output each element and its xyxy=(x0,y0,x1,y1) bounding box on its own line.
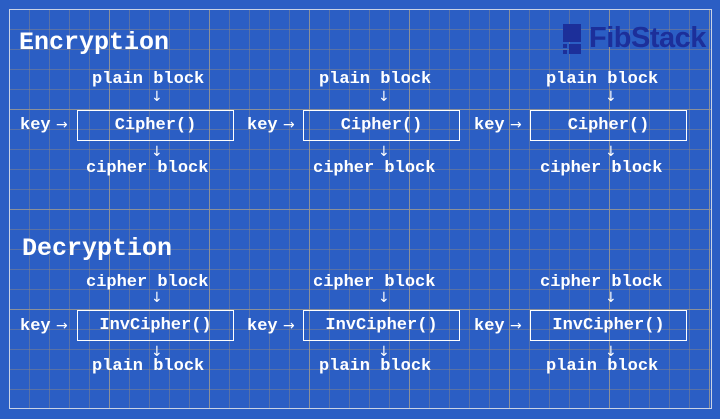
function-label: Cipher() xyxy=(567,116,650,135)
down-arrow-icon: ↓ xyxy=(378,344,390,360)
stage-output-label: cipher block xyxy=(540,159,663,178)
key-label: key xyxy=(20,317,51,336)
key-label: key xyxy=(247,317,278,336)
stage-input-label: cipher block xyxy=(313,273,436,292)
fibstack-logo: FibStack xyxy=(563,22,706,55)
down-arrow-icon: ↓ xyxy=(605,344,617,360)
right-arrow-icon: → xyxy=(510,318,522,334)
encryption-title: Encryption xyxy=(19,28,170,57)
key-label: key xyxy=(20,116,51,135)
down-arrow-icon: ↓ xyxy=(151,290,163,306)
function-label: Cipher() xyxy=(114,116,197,135)
stage-input-label: cipher block xyxy=(540,273,663,292)
invcipher-function-box: InvCipher() xyxy=(530,310,687,341)
stage-output-label: plain block xyxy=(92,357,205,376)
right-arrow-icon: → xyxy=(283,117,295,133)
fibstack-logo-icon xyxy=(563,23,583,54)
function-label: Cipher() xyxy=(340,116,423,135)
right-arrow-icon: → xyxy=(510,117,522,133)
down-arrow-icon: ↓ xyxy=(151,344,163,360)
blueprint-grid xyxy=(9,9,712,409)
stage-input-label: plain block xyxy=(546,70,659,89)
down-arrow-icon: ↓ xyxy=(378,89,390,105)
cipher-function-box: Cipher() xyxy=(530,110,687,141)
invcipher-function-box: InvCipher() xyxy=(77,310,234,341)
stage-output-label: plain block xyxy=(546,357,659,376)
function-label: InvCipher() xyxy=(325,316,438,335)
down-arrow-icon: ↓ xyxy=(378,290,390,306)
stage-input-label: plain block xyxy=(92,70,205,89)
right-arrow-icon: → xyxy=(283,318,295,334)
down-arrow-icon: ↓ xyxy=(605,144,617,160)
down-arrow-icon: ↓ xyxy=(378,144,390,160)
invcipher-function-box: InvCipher() xyxy=(303,310,460,341)
stage-output-label: cipher block xyxy=(86,159,209,178)
logo-text: FibStack xyxy=(589,22,706,54)
decryption-title: Decryption xyxy=(22,234,173,263)
key-label: key xyxy=(247,116,278,135)
function-label: InvCipher() xyxy=(99,316,212,335)
right-arrow-icon: → xyxy=(56,117,68,133)
cipher-function-box: Cipher() xyxy=(77,110,234,141)
right-arrow-icon: → xyxy=(56,318,68,334)
stage-output-label: plain block xyxy=(319,357,432,376)
cipher-function-box: Cipher() xyxy=(303,110,460,141)
stage-output-label: cipher block xyxy=(313,159,436,178)
down-arrow-icon: ↓ xyxy=(151,89,163,105)
function-label: InvCipher() xyxy=(552,316,665,335)
down-arrow-icon: ↓ xyxy=(605,89,617,105)
stage-input-label: cipher block xyxy=(86,273,209,292)
down-arrow-icon: ↓ xyxy=(605,290,617,306)
stage-input-label: plain block xyxy=(319,70,432,89)
key-label: key xyxy=(474,317,505,336)
key-label: key xyxy=(474,116,505,135)
down-arrow-icon: ↓ xyxy=(151,144,163,160)
